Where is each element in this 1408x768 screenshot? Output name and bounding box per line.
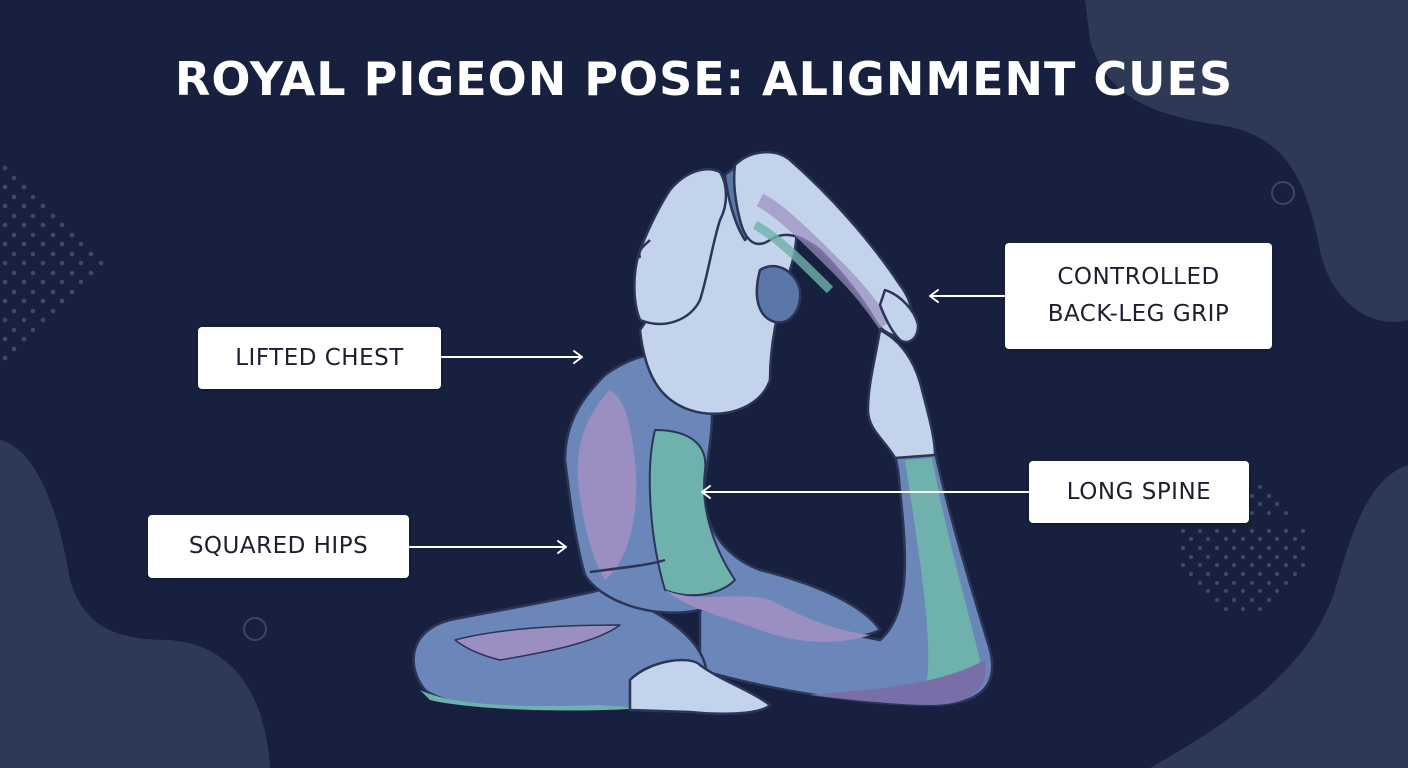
label-squared-hips: SQUARED HIPS [148, 515, 409, 578]
label-long-spine-text: LONG SPINE [1066, 478, 1212, 505]
label-controlled-grip: CONTROLLED BACK-LEG GRIP [1005, 243, 1272, 349]
label-controlled-grip-line2: BACK-LEG GRIP [1047, 301, 1230, 327]
ring-decoration-top-right [1271, 181, 1295, 205]
head-neck [633, 168, 728, 326]
hair-bun [755, 264, 802, 324]
bottom-left-blob [0, 440, 270, 768]
label-lifted-chest: LIFTED CHEST [198, 327, 441, 389]
dot-pattern-right [1181, 485, 1305, 611]
bottom-right-blob [1150, 465, 1408, 768]
label-long-spine: LONG SPINE [1029, 461, 1249, 523]
dot-pattern-left [2, 165, 104, 361]
raised-foot [866, 328, 937, 460]
gripping-hand [878, 288, 920, 344]
top-right-blob [1085, 0, 1408, 322]
page-title: ROYAL PIGEON POSE: ALIGNMENT CUES [174, 52, 1234, 106]
label-squared-hips-text: SQUARED HIPS [188, 533, 369, 559]
front-foot [628, 658, 772, 715]
ring-decoration-bottom-left [243, 617, 267, 641]
label-controlled-grip-line1: CONTROLLED [1057, 264, 1220, 290]
label-lifted-chest-text: LIFTED CHEST [235, 344, 404, 371]
